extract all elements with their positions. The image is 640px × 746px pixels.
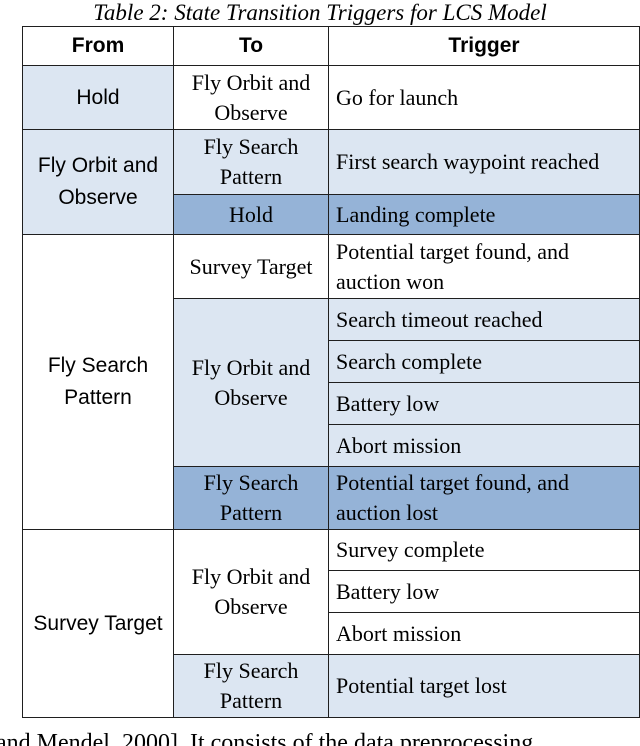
header-from: From: [22, 26, 174, 66]
to-cell: Survey Target: [173, 234, 329, 299]
from-cell: Fly Search Pattern: [22, 234, 174, 530]
table-row: Fly Search Pattern Survey Target Potenti…: [22, 234, 640, 530]
header-trigger: Trigger: [328, 26, 640, 66]
table-row: Hold Fly Orbit and Observe Go for launch: [22, 65, 640, 130]
trigger-cell: Search timeout reached: [328, 298, 640, 341]
table-row: Fly Search Pattern Potential target lost: [23, 654, 640, 718]
trigger-cell: Battery low: [328, 382, 640, 425]
body-text-fragment: and Mendel, 2000]. It consists of the da…: [0, 730, 534, 746]
trigger-cell: Battery low: [328, 570, 640, 613]
to-cell: Fly Search Pattern: [173, 654, 329, 718]
table-row: Abort mission: [23, 424, 640, 467]
to-cell: Fly Orbit and Observe: [173, 529, 329, 655]
table-row: Battery low: [23, 382, 640, 425]
table-row: Hold Landing complete: [23, 194, 640, 235]
trigger-cell: Survey complete: [328, 529, 640, 571]
trigger-cell: Search complete: [328, 340, 640, 383]
table-row: Fly Search Pattern Potential target foun…: [23, 466, 640, 530]
table-row: Survey Target Fly Orbit and Observe Surv…: [22, 529, 640, 718]
to-cell: Hold: [173, 194, 329, 235]
to-cell: Fly Search Pattern: [173, 129, 329, 195]
trigger-cell: Potential target found, and auction lost: [328, 466, 640, 530]
table-row: Abort mission: [23, 612, 640, 655]
trigger-cell: Abort mission: [328, 612, 640, 655]
to-cell: Fly Orbit and Observe: [173, 298, 329, 467]
table-row: Search complete: [23, 340, 640, 383]
trigger-cell: Potential target found, and auction won: [328, 234, 640, 299]
trigger-cell: Landing complete: [328, 194, 640, 235]
trigger-cell: First search waypoint reached: [328, 129, 640, 195]
table-caption: Table 2: State Transition Triggers for L…: [93, 0, 547, 25]
header-to: To: [173, 26, 329, 66]
trigger-cell: Potential target lost: [328, 654, 640, 718]
table-header-row: From To Trigger: [22, 26, 640, 66]
table-row: Fly Orbit and Observe Fly Search Pattern…: [22, 129, 640, 235]
from-cell: Hold: [22, 65, 174, 130]
trigger-cell: Abort mission: [328, 424, 640, 467]
to-cell: Fly Orbit and Observe: [173, 65, 329, 130]
to-cell: Fly Search Pattern: [173, 466, 329, 530]
from-cell: Fly Orbit and Observe: [22, 129, 174, 235]
from-cell: Survey Target: [22, 529, 174, 718]
trigger-cell: Go for launch: [328, 65, 640, 130]
state-transition-table: From To Trigger Hold Fly Orbit and Obser…: [22, 26, 640, 718]
